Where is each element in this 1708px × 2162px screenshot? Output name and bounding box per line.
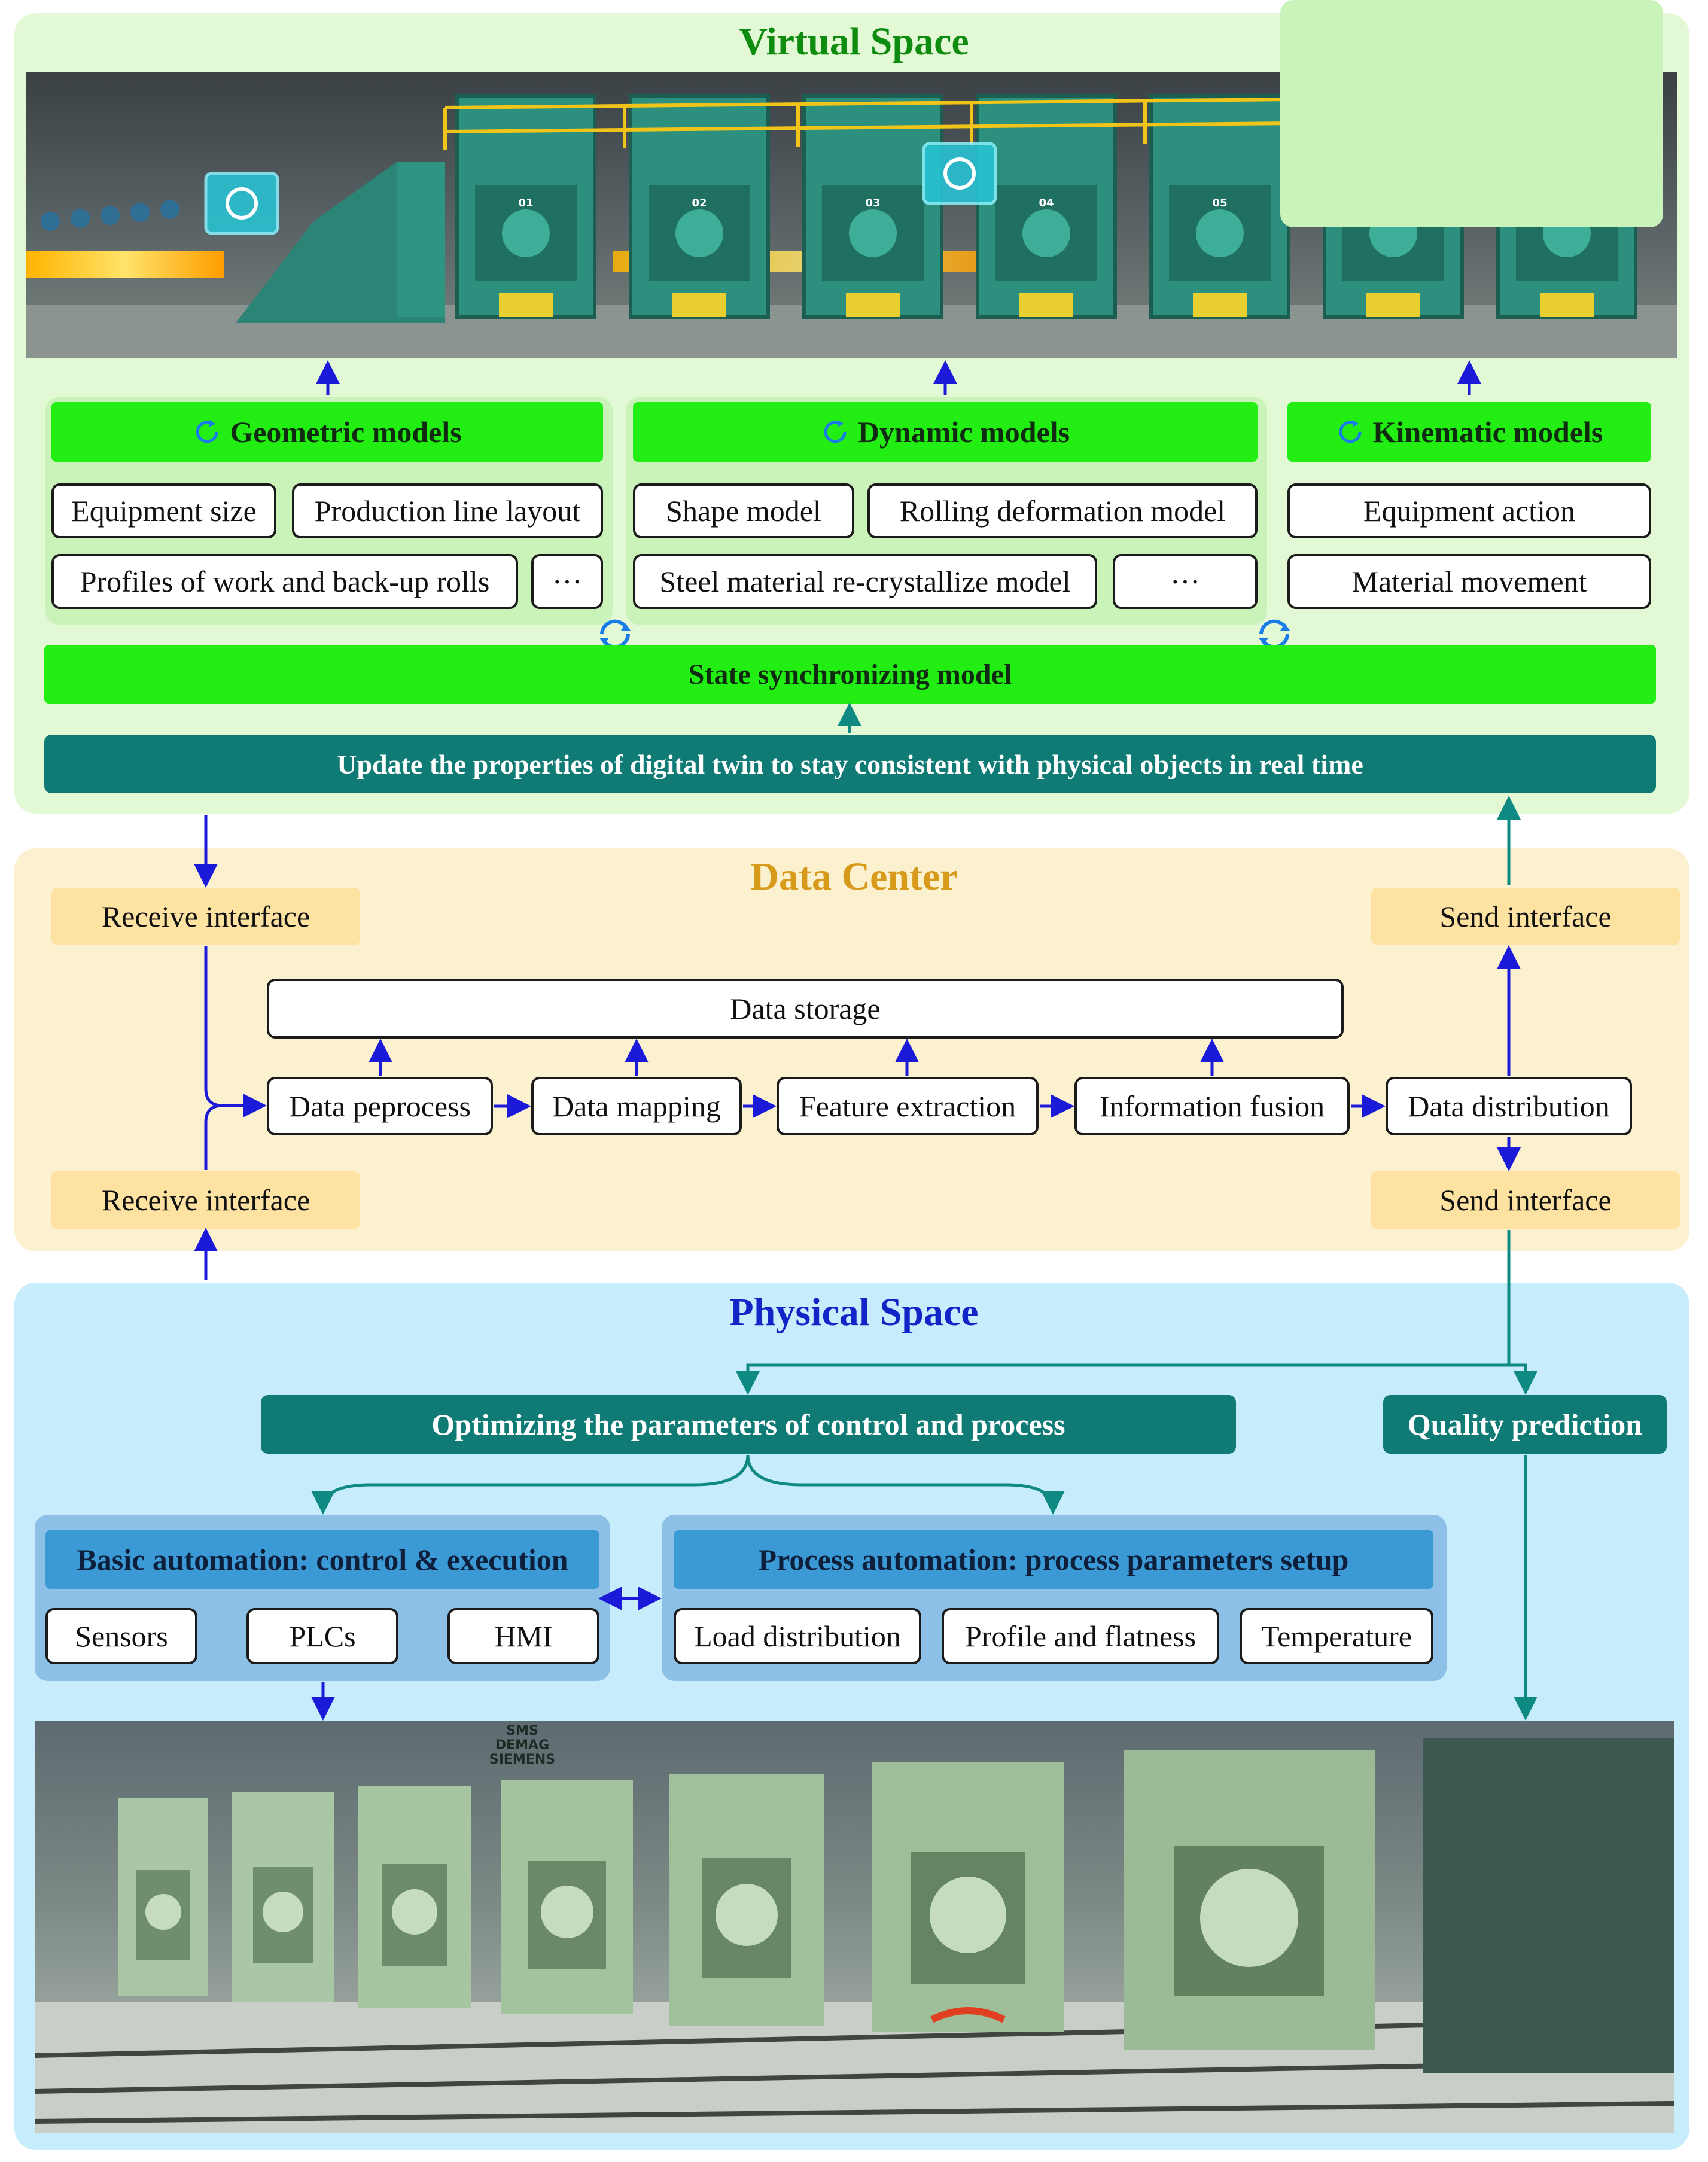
quality-prediction-box: Quality prediction (1383, 1395, 1667, 1454)
data-preprocess-box: Data peprocess (267, 1077, 493, 1135)
physical-space-title: Physical Space (729, 1290, 979, 1334)
rolling-deformation-model-box: Rolling deformation model (867, 483, 1258, 538)
update-properties-bar: Update the properties of digital twin to… (44, 735, 1656, 793)
profile-flatness-box: Profile and flatness (942, 1608, 1219, 1664)
dynamic-more-box: ··· (1113, 554, 1258, 609)
physical-rolling-mill-photo: SMS DEMAG SIEMENS (35, 1721, 1674, 2133)
refresh-icon (1339, 420, 1362, 443)
photo-sign-sms: SMS (506, 1723, 538, 1738)
production-line-layout-box: Production line layout (292, 483, 603, 538)
information-fusion-box: Information fusion (1074, 1077, 1350, 1135)
recrystallize-model-box: Steel material re-crystallize model (633, 554, 1097, 609)
stand-label-01: 01 (518, 197, 533, 209)
kinematic-models-panel (1280, 0, 1663, 227)
data-distribution-box: Data distribution (1386, 1077, 1632, 1135)
plcs-box: PLCs (246, 1608, 398, 1664)
basic-automation-header: Basic automation: control & execution (45, 1530, 599, 1589)
data-mapping-box: Data mapping (531, 1077, 742, 1135)
send-interface-bottom: Send interface (1371, 1171, 1680, 1229)
stand-label-03: 03 (865, 197, 880, 209)
virtual-space-title: Virtual Space (739, 20, 969, 63)
stand-label-05: 05 (1212, 197, 1227, 209)
sensors-box: Sensors (45, 1608, 197, 1664)
send-interface-top: Send interface (1371, 888, 1680, 945)
data-center-title: Data Center (750, 855, 958, 899)
load-distribution-box: Load distribution (674, 1608, 921, 1664)
roll-profiles-box: Profiles of work and back-up rolls (51, 554, 518, 609)
receive-interface-top: Receive interface (51, 888, 360, 945)
temperature-box: Temperature (1240, 1608, 1433, 1664)
optimizing-parameters-bar: Optimizing the parameters of control and… (261, 1395, 1236, 1454)
inspection-marker-icon (922, 142, 997, 205)
material-movement-box: Material movement (1287, 554, 1651, 609)
geometric-models-header: Geometric models (51, 402, 603, 462)
shape-model-box: Shape model (633, 483, 854, 538)
kinematic-models-header: Kinematic models (1287, 402, 1651, 462)
equipment-size-box: Equipment size (51, 483, 276, 538)
feature-extraction-box: Feature extraction (777, 1077, 1039, 1135)
equipment-action-box: Equipment action (1287, 483, 1651, 538)
hmi-box: HMI (447, 1608, 599, 1664)
state-synchronizing-model-bar: State synchronizing model (44, 645, 1656, 704)
inspection-marker-icon (204, 172, 279, 235)
data-storage-box: Data storage (267, 979, 1344, 1039)
photo-sign-demag: DEMAG (495, 1738, 549, 1753)
dynamic-models-label: Dynamic models (857, 415, 1070, 449)
physical-mill-stands (118, 1750, 1375, 2050)
refresh-icon (824, 420, 847, 443)
refresh-icon (196, 420, 218, 443)
geometric-more-box: ··· (531, 554, 603, 609)
stand-label-04: 04 (1039, 197, 1054, 209)
geometric-models-label: Geometric models (230, 415, 462, 449)
dynamic-models-header: Dynamic models (633, 402, 1258, 462)
receive-interface-bottom: Receive interface (51, 1171, 360, 1229)
process-automation-header: Process automation: process parameters s… (674, 1530, 1433, 1589)
kinematic-models-label: Kinematic models (1372, 415, 1603, 449)
photo-sign-siemens: SIEMENS (489, 1752, 555, 1767)
stand-label-02: 02 (692, 197, 707, 209)
physical-photo-svg: SMS DEMAG SIEMENS (35, 1721, 1674, 2133)
